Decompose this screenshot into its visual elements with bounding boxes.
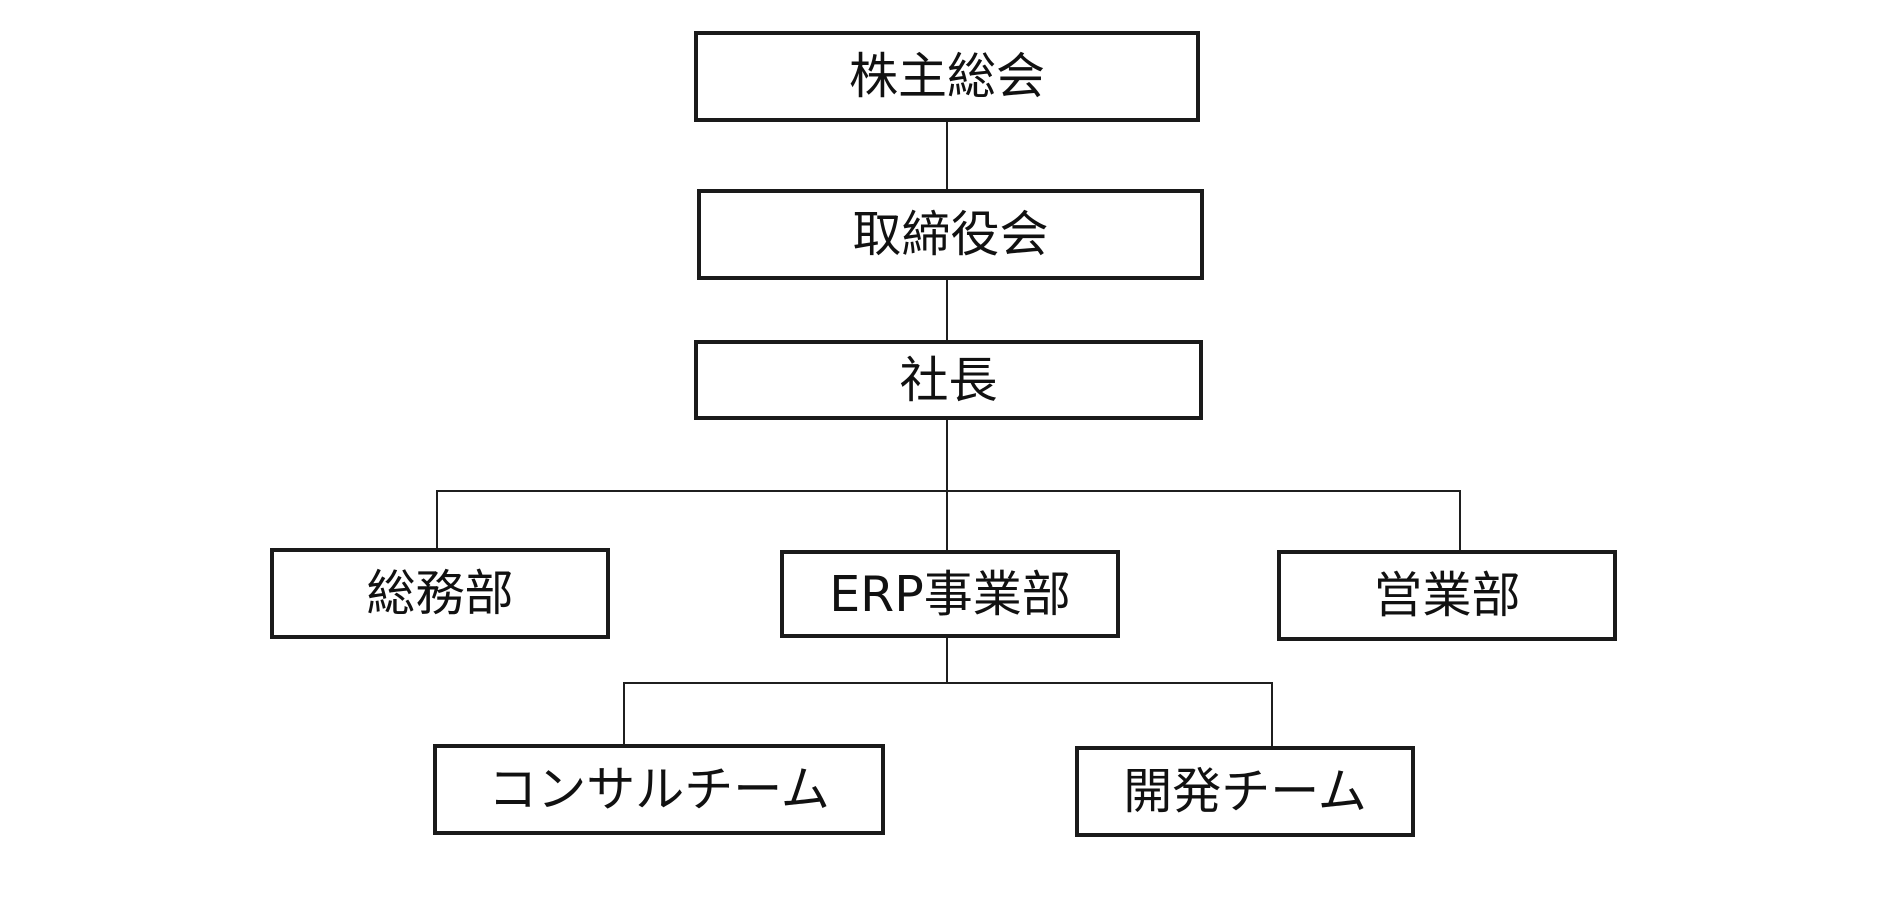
box-general-affairs-dept: 総務部: [270, 548, 610, 639]
connector-development-drop: [1271, 682, 1273, 748]
connector-president-down: [946, 418, 948, 552]
box-president: 社長: [694, 340, 1203, 420]
box-sales-dept: 営業部: [1277, 550, 1617, 641]
label-consulting-team: コンサルチーム: [488, 761, 830, 818]
connector-general-affairs-drop: [436, 490, 438, 550]
connector-board-president: [946, 278, 948, 342]
box-development-team: 開発チーム: [1075, 746, 1415, 837]
connector-departments-horizontal: [436, 490, 1461, 492]
box-consulting-team: コンサルチーム: [433, 744, 885, 835]
connector-erp-down: [946, 636, 948, 684]
label-shareholders-meeting: 株主総会: [848, 48, 1045, 105]
label-erp-business-dept: ERP事業部: [829, 565, 1071, 623]
box-board-of-directors: 取締役会: [697, 189, 1204, 280]
label-development-team: 開発チーム: [1123, 763, 1367, 820]
connector-sales-drop: [1459, 490, 1461, 552]
connector-shareholders-board: [946, 120, 948, 190]
box-shareholders-meeting: 株主総会: [694, 31, 1200, 122]
label-president: 社長: [899, 351, 998, 409]
label-board-of-directors: 取締役会: [852, 206, 1049, 263]
box-erp-business-dept: ERP事業部: [780, 550, 1120, 638]
label-general-affairs-dept: 総務部: [366, 565, 514, 622]
connector-consulting-drop: [623, 682, 625, 746]
connector-teams-horizontal: [623, 682, 1273, 684]
label-sales-dept: 営業部: [1373, 567, 1521, 624]
